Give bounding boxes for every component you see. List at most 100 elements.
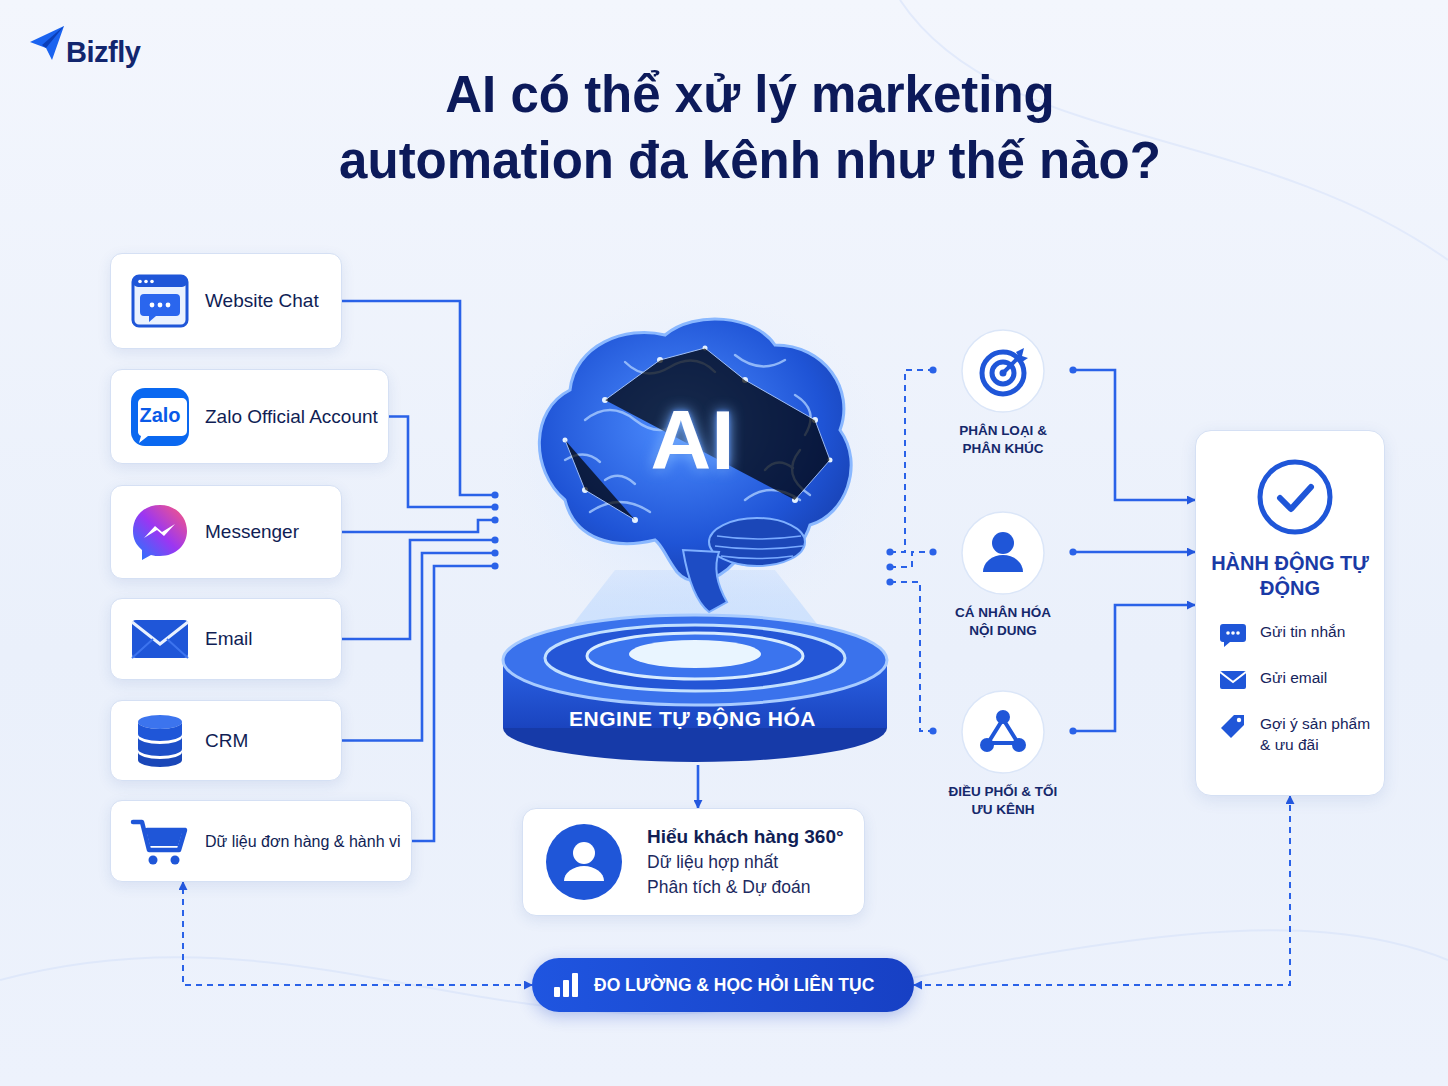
icon-holder <box>129 608 191 670</box>
shape-circle <box>171 856 180 865</box>
shape-path <box>735 355 785 366</box>
shape-path <box>132 622 188 644</box>
person-icon <box>960 510 1046 596</box>
source-channel-box: Zalo Zalo Official Account <box>110 369 389 464</box>
insight-line: Phân tích & Dự đoán <box>647 875 844 900</box>
shape-path <box>30 26 64 60</box>
shape-circle <box>1231 631 1235 635</box>
shape-ellipse <box>545 625 845 691</box>
shape-circle <box>158 303 163 308</box>
shape-rect <box>133 276 187 326</box>
feedback-pill: ĐO LƯỜNG & HỌC HỎI LIÊN TỤC <box>532 958 914 1012</box>
shape-rect <box>554 987 560 997</box>
shape-path <box>0 930 1448 1013</box>
shape-path <box>900 0 1448 260</box>
shape-circle <box>150 280 154 284</box>
process-label: PHÂN LOẠI & PHÂN KHÚC <box>944 422 1062 458</box>
action-row: Gợi ý sản phẩm & ưu đãi <box>1218 713 1372 755</box>
email-icon <box>129 608 191 670</box>
channel-label: Email <box>205 627 253 651</box>
connector <box>1073 605 1195 731</box>
shape-path <box>1220 672 1246 682</box>
tag-icon <box>1218 713 1248 739</box>
shape-path <box>146 830 183 846</box>
shape-path <box>565 440 635 520</box>
icon-holder <box>129 710 191 772</box>
page-title: AI có thể xử lý marketing automation đa … <box>90 62 1410 194</box>
channel-label: CRM <box>205 729 248 753</box>
source-channel-box: Website Chat <box>110 253 342 349</box>
shape-circle <box>982 352 1024 394</box>
shape-path <box>605 476 635 484</box>
process-label: CÁ NHÂN HÓA NỘI DUNG <box>944 604 1062 640</box>
shape-ellipse <box>503 615 887 705</box>
insight-line: Dữ liệu hợp nhất <box>647 850 844 875</box>
source-channel-box: Email <box>110 598 342 680</box>
database-icon <box>129 710 191 772</box>
source-channel-box: CRM <box>110 700 342 781</box>
shape-ellipse <box>709 518 805 566</box>
shape-rect <box>1220 671 1246 689</box>
shape-path <box>1016 348 1028 362</box>
mail-icon <box>1218 667 1248 693</box>
shape-path <box>715 536 803 559</box>
network-icon <box>960 689 1046 775</box>
shape-path <box>133 822 185 850</box>
icon-holder <box>129 501 191 563</box>
connector <box>342 520 495 532</box>
shape-path <box>564 866 604 881</box>
target-icon <box>960 328 1046 414</box>
insight-box: Hiểu khách hàng 360°Dữ liệu hợp nhấtPhân… <box>522 808 865 916</box>
action-item: Gửi tin nhắn <box>1260 621 1345 642</box>
shape-circle <box>1236 631 1240 635</box>
source-channel-box: Messenger <box>110 485 342 579</box>
shape-circle <box>573 842 595 864</box>
action-item: Gợi ý sản phẩm & ưu đãi <box>1260 713 1372 755</box>
shape-circle <box>144 280 148 284</box>
icon-holder <box>129 810 191 872</box>
bar-chart-icon <box>552 972 580 998</box>
process-circle: PHÂN LOẠI & PHÂN KHÚC <box>933 328 1073 458</box>
process-label: ĐIỀU PHỐI & TỐI ƯU KÊNH <box>944 783 1062 819</box>
shape-g <box>30 26 64 60</box>
shape-circle <box>546 824 622 900</box>
logo-text: Zalo <box>129 404 191 427</box>
shape-path <box>132 639 188 658</box>
process-circle: ĐIỀU PHỐI & TỐI ƯU KÊNH <box>933 689 1073 819</box>
shape-path <box>683 550 727 612</box>
text-column: Dữ liệu đơn hàng & hành vi <box>205 830 401 853</box>
action-row: Gửi tin nhắn <box>1218 621 1372 647</box>
shape-circle <box>166 303 171 308</box>
shape-path <box>138 722 182 741</box>
text-column: Website Chat <box>205 289 319 313</box>
chat-icon <box>1218 621 1248 647</box>
shape-rect <box>133 276 187 287</box>
text-column: Messenger <box>205 520 299 544</box>
shape-path <box>1003 356 1020 373</box>
channel-label: Zalo Official Account <box>205 405 378 429</box>
shape-ellipse <box>495 300 890 640</box>
shape-circle <box>980 738 994 752</box>
channel-label: Dữ liệu đơn hàng & hành vi <box>205 830 401 853</box>
shape-circle <box>962 512 1044 594</box>
action-row: Gửi email <box>1218 667 1372 693</box>
connector <box>1073 370 1195 500</box>
action-panel: HÀNH ĐỘNG TỰ ĐỘNGGửi tin nhắnGửi emailGợ… <box>1195 430 1385 796</box>
shape-circle <box>992 532 1014 554</box>
shape-path <box>138 737 182 756</box>
shape-ellipse <box>629 640 761 668</box>
shape-rect <box>563 980 569 997</box>
ai-engine: AIENGINE TỰ ĐỘNG HÓA <box>495 300 890 765</box>
shape-path <box>42 26 64 48</box>
shape-path <box>1280 487 1311 509</box>
insight-heading: Hiểu khách hàng 360° <box>647 824 844 850</box>
ai-brain-illustration <box>495 300 890 765</box>
dashed-connector <box>183 882 532 985</box>
connector <box>342 540 495 639</box>
connector <box>412 566 495 841</box>
icon-holder: Zalo <box>129 386 191 448</box>
shape-rect <box>572 973 578 997</box>
messenger-logo <box>129 501 191 563</box>
shape-path <box>140 294 180 322</box>
